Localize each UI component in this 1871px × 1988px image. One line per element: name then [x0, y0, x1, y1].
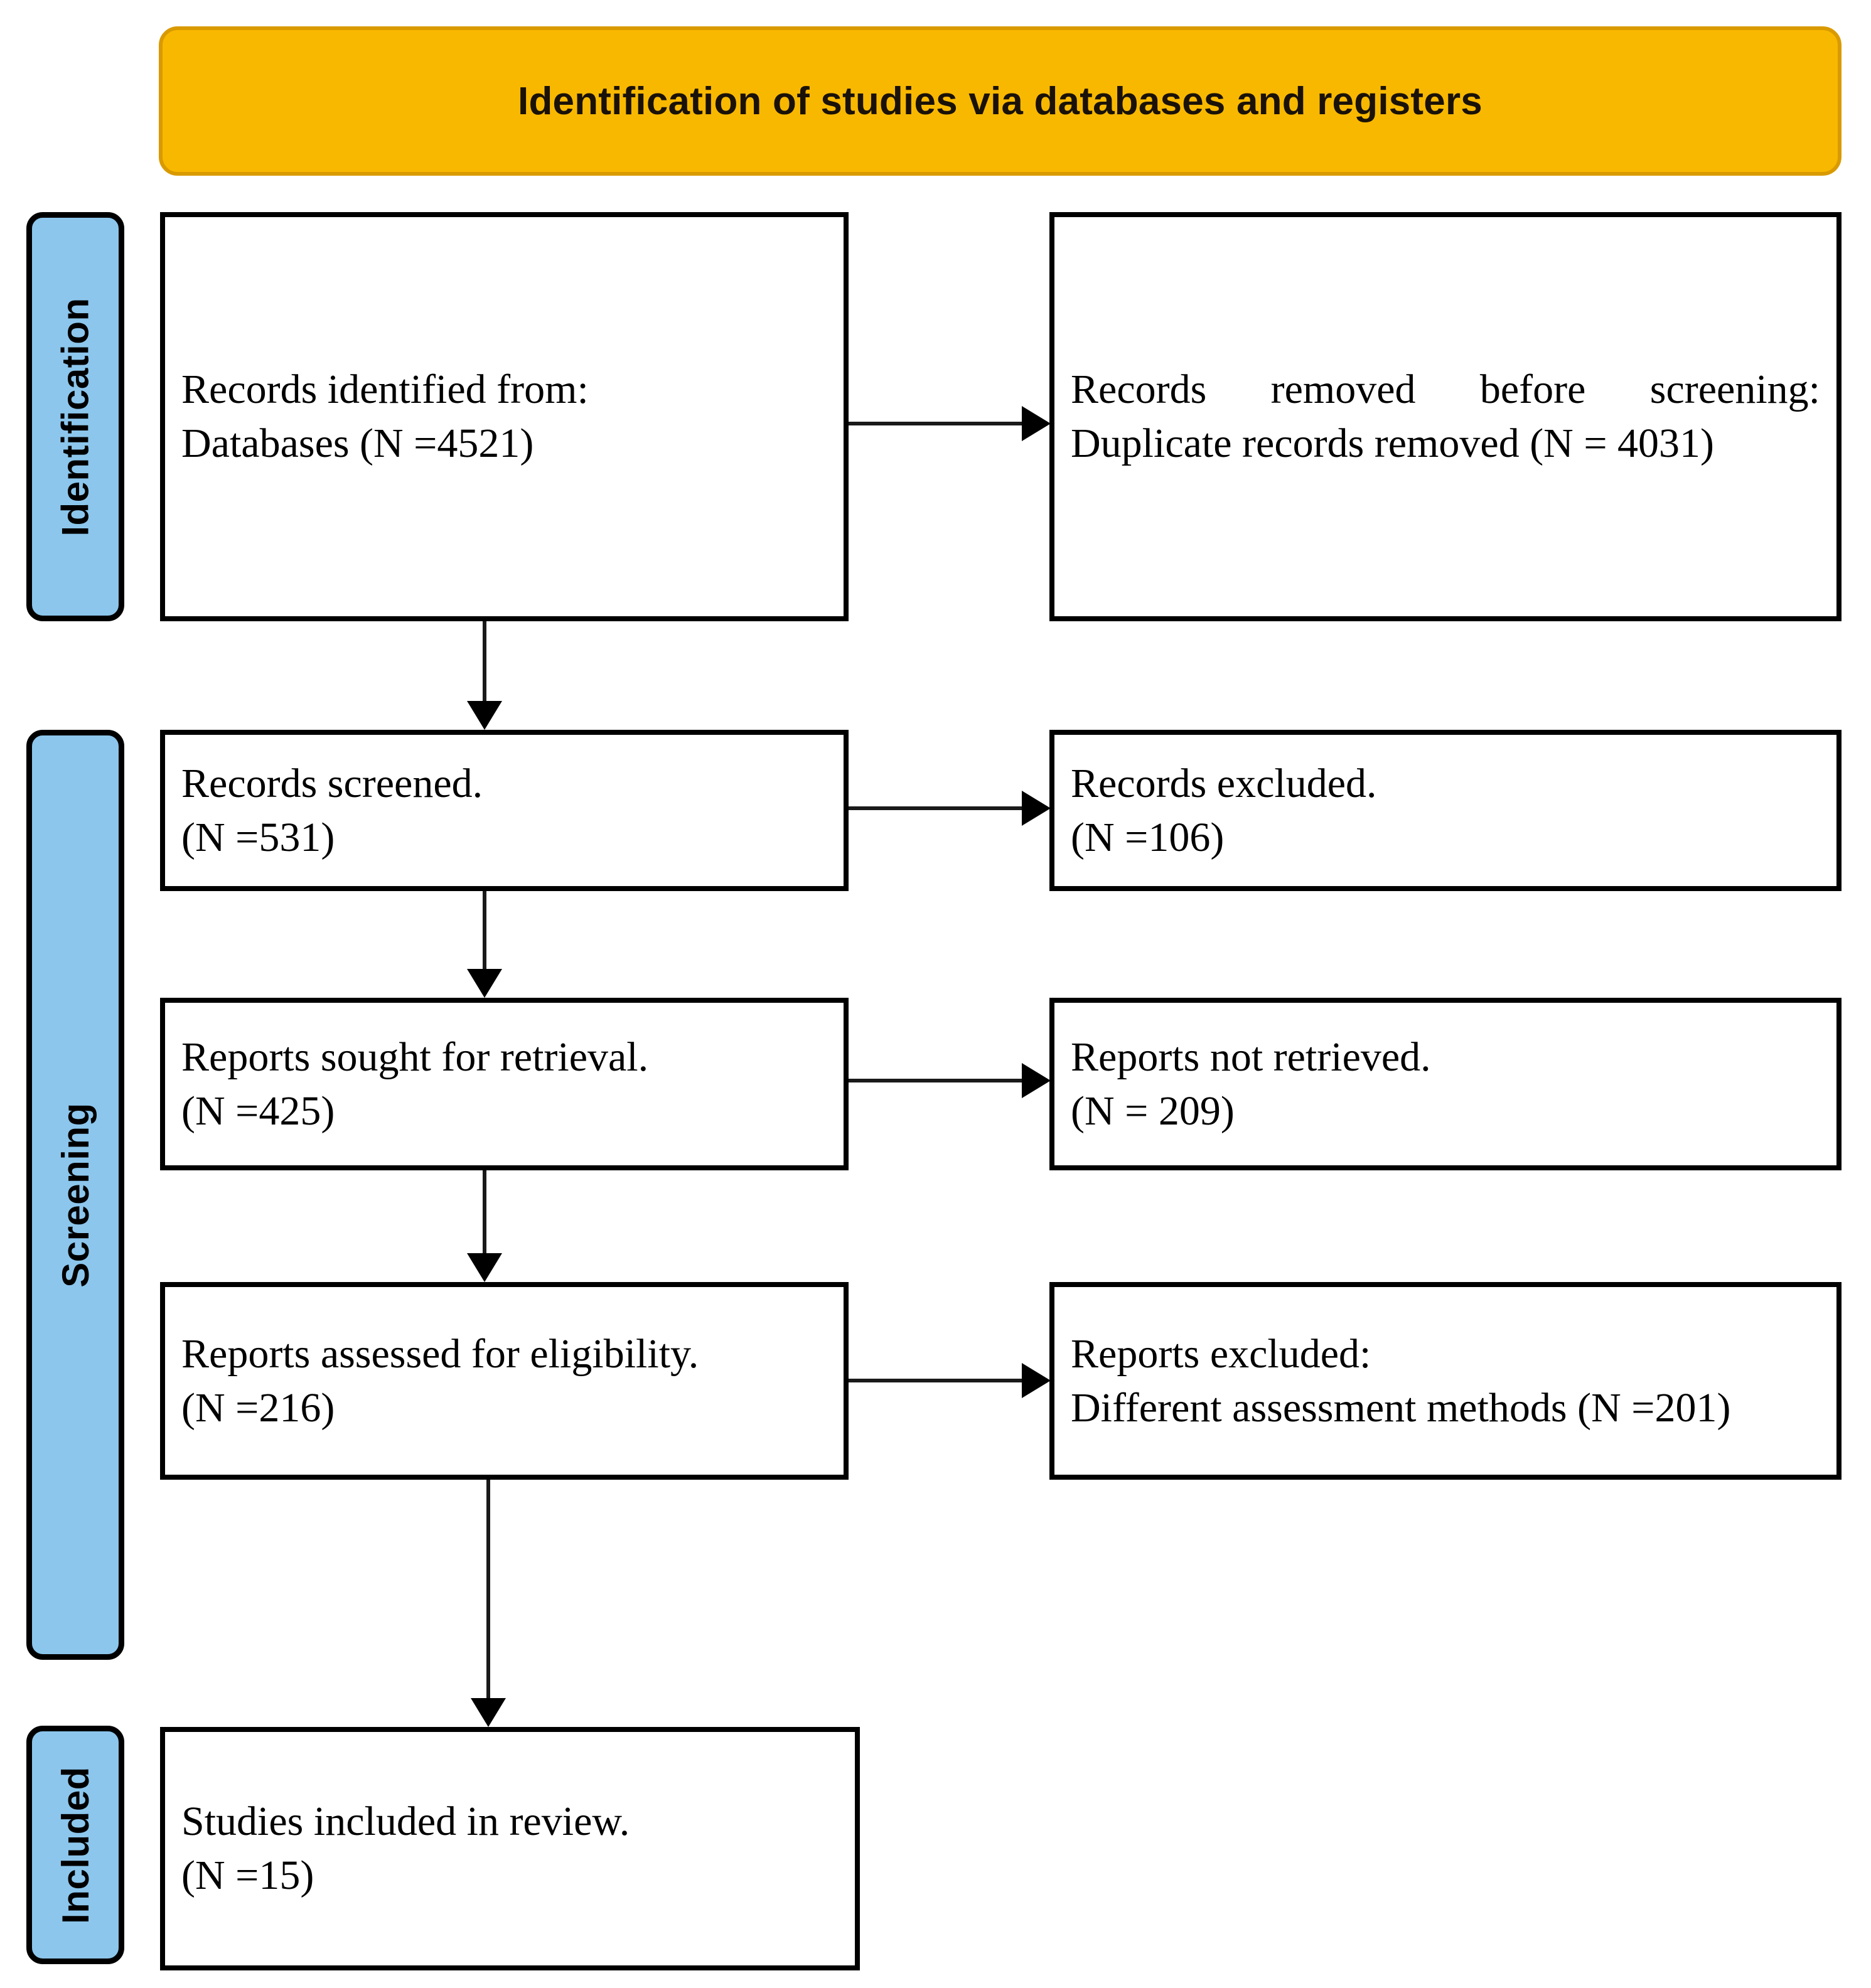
box-records-identified-text: Records identified from: Databases (N =4…	[181, 366, 589, 466]
box-studies-included-in-review: Studies included in review. (N =15)	[160, 1727, 860, 1970]
stage-label-identification-text: Identification	[54, 297, 97, 537]
diagram-title: Identification of studies via databases …	[518, 79, 1482, 123]
box-reports-not-retrieved: Reports not retrieved. (N = 209)	[1049, 998, 1842, 1170]
box-records-excluded-text: Records excluded. (N =106)	[1071, 760, 1377, 860]
diagram-header-banner: Identification of studies via databases …	[159, 26, 1842, 176]
box-records-excluded: Records excluded. (N =106)	[1049, 730, 1842, 891]
stage-label-screening-text: Screening	[54, 1102, 97, 1288]
box-reports-excluded-text: Reports excluded: Different assessment m…	[1071, 1330, 1731, 1431]
stage-label-included: Included	[26, 1726, 124, 1964]
box-reports-sought-for-retrieval: Reports sought for retrieval. (N =425)	[160, 998, 849, 1170]
box-records-screened-text: Records screened. (N =531)	[181, 760, 483, 860]
stage-label-screening: Screening	[26, 730, 124, 1660]
box-reports-assessed-for-eligibility-text: Reports assessed for eligibility. (N =21…	[181, 1330, 699, 1431]
box-records-removed-before-screening: Records removed before screening: Duplic…	[1049, 212, 1842, 621]
box-reports-not-retrieved-text: Reports not retrieved. (N = 209)	[1071, 1034, 1431, 1134]
box-studies-included-in-review-text: Studies included in review. (N =15)	[181, 1798, 630, 1898]
box-records-screened: Records screened. (N =531)	[160, 730, 849, 891]
box-reports-sought-for-retrieval-text: Reports sought for retrieval. (N =425)	[181, 1034, 649, 1134]
box-reports-excluded: Reports excluded: Different assessment m…	[1049, 1282, 1842, 1480]
stage-label-identification: Identification	[26, 212, 124, 621]
box-reports-assessed-for-eligibility: Reports assessed for eligibility. (N =21…	[160, 1282, 849, 1480]
box-records-identified: Records identified from: Databases (N =4…	[160, 212, 849, 621]
box-records-removed-before-screening-text: Records removed before screening: Duplic…	[1071, 366, 1820, 466]
stage-label-included-text: Included	[54, 1766, 97, 1924]
